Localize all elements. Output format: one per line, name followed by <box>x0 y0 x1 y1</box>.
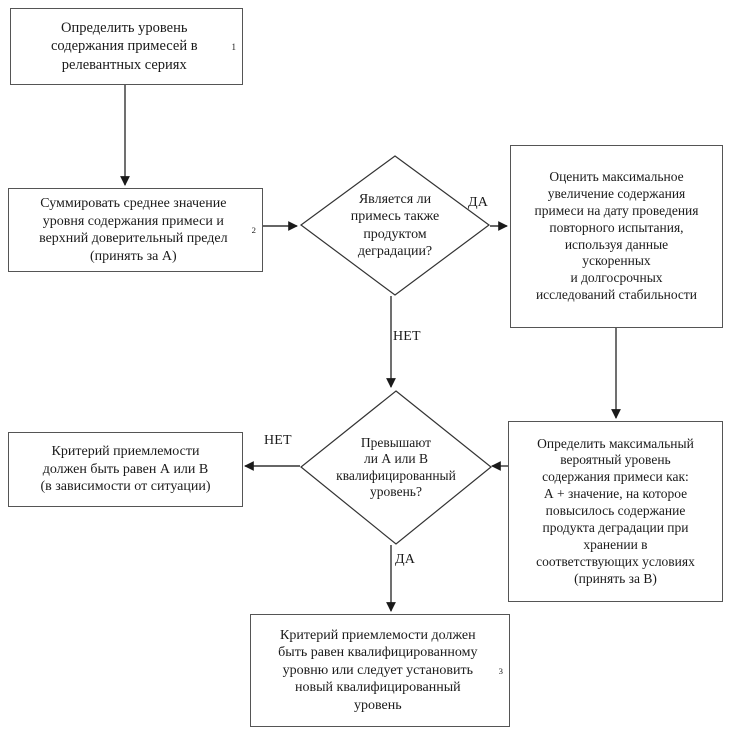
node-sum-mean-and-upper-limit[interactable]: Суммировать среднее значение уровня соде… <box>8 188 263 272</box>
node-label: Суммировать среднее значение уровня соде… <box>39 196 228 264</box>
node-acceptance-criterion-qualified-level[interactable]: Критерий приемлемости должен быть равен … <box>250 614 510 727</box>
node-label: Оценить максимальное увеличение содержан… <box>534 169 699 303</box>
node-label: Критерий приемлемости должен быть равен … <box>278 627 478 713</box>
decision-exceeds-qualified-level[interactable]: Превышают ли А или В квалифицированный у… <box>300 390 492 545</box>
node-estimate-max-increase[interactable]: Оценить максимальное увеличение содержан… <box>510 145 723 328</box>
edge-label-no-exceeds: НЕТ <box>264 433 292 448</box>
edge-label-no-degradation: НЕТ <box>393 329 421 344</box>
edge-label-yes-exceeds: ДА <box>395 552 416 567</box>
diamond-shape <box>299 155 491 296</box>
edge-label-yes-degradation: ДА <box>468 195 489 210</box>
decision-is-impurity-degradation-product[interactable]: Является ли примесь также продуктом дегр… <box>299 155 491 296</box>
diamond-shape <box>300 390 492 545</box>
node-determine-max-probable-level[interactable]: Определить максимальный вероятный уровен… <box>508 421 723 602</box>
node-acceptance-criterion-a-or-b[interactable]: Критерий приемлемости должен быть равен … <box>8 432 243 507</box>
node-label: Критерий приемлемости должен быть равен … <box>40 444 211 495</box>
node-label: Определить максимальный вероятный уровен… <box>536 435 695 586</box>
node-label: Определить уровень содержания примесей в… <box>50 20 198 73</box>
node-determine-impurity-level[interactable]: Определить уровень содержания примесей в… <box>10 8 243 85</box>
